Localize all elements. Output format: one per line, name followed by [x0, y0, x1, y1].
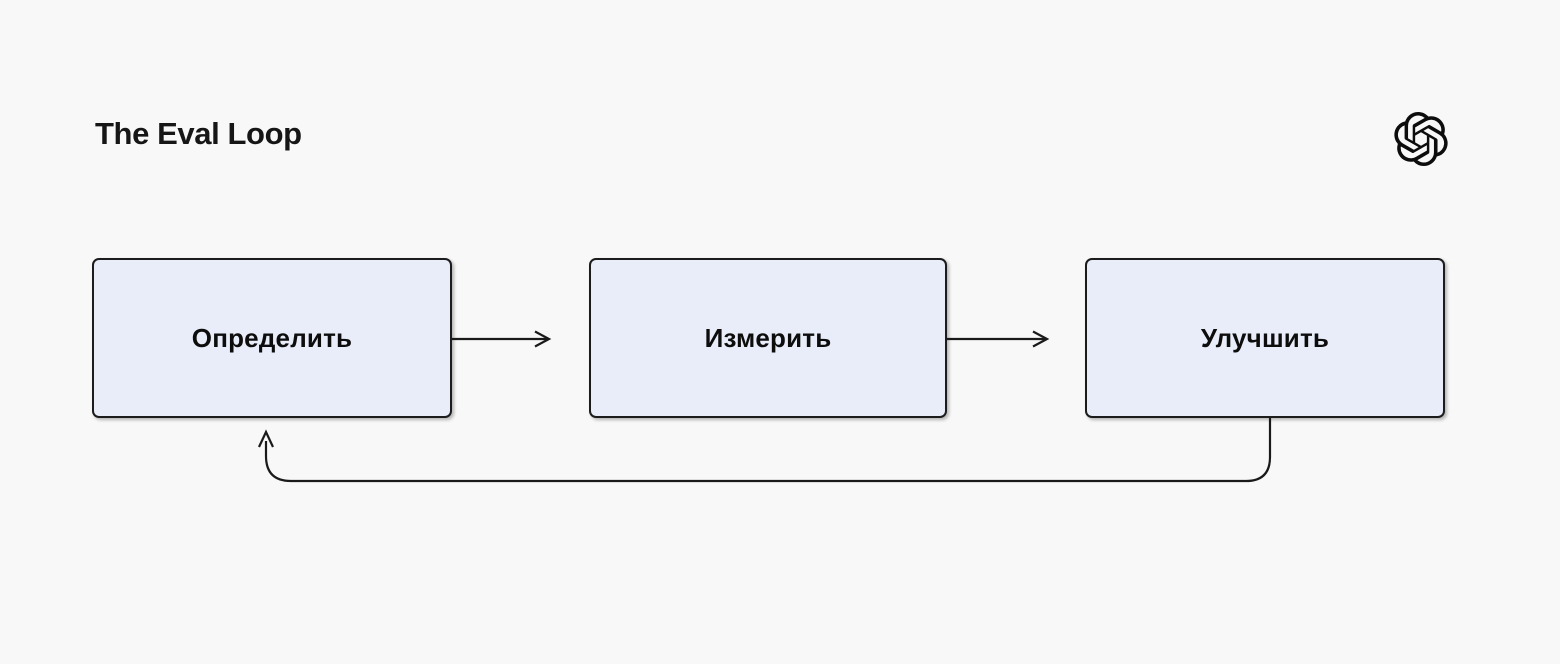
arrow-measure-to-improve — [947, 330, 1050, 348]
arrow-define-to-measure — [452, 330, 552, 348]
node-improve: Улучшить — [1085, 258, 1445, 418]
node-define-label: Определить — [191, 322, 353, 353]
page-title: The Eval Loop — [95, 116, 302, 151]
openai-logo-icon — [1394, 112, 1448, 166]
node-measure-label: Измерить — [704, 322, 832, 353]
node-define: Определить — [92, 258, 452, 418]
node-measure: Измерить — [589, 258, 947, 418]
node-improve-label: Улучшить — [1200, 322, 1330, 353]
feedback-loop-arrow — [258, 418, 1272, 483]
